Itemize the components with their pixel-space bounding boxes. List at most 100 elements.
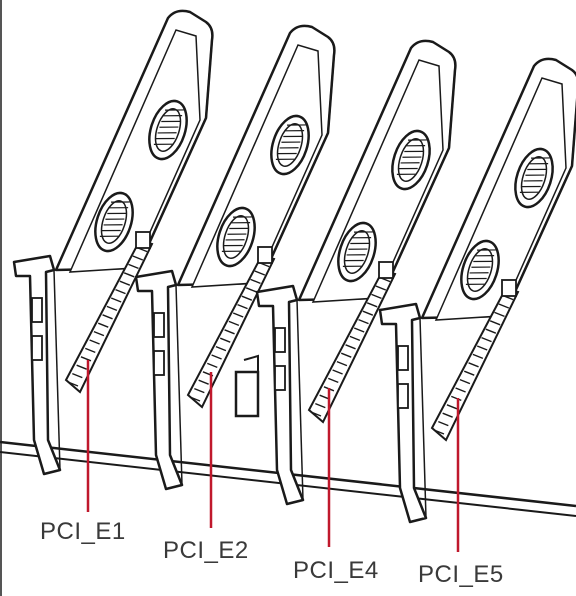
gold-finger <box>489 320 501 326</box>
card-tab <box>501 279 517 297</box>
fan-blade <box>110 201 130 203</box>
fan-blade <box>279 147 299 149</box>
gold-finger <box>128 263 139 270</box>
fan-1-hub <box>276 123 304 167</box>
bracket-edge <box>175 284 183 486</box>
fan-blade <box>521 185 541 188</box>
fan-blade <box>346 254 366 256</box>
bracket-port-1 <box>397 345 409 371</box>
bracket-edge <box>296 299 304 501</box>
gold-finger <box>476 345 488 351</box>
gold-finger <box>254 270 266 276</box>
card-shroud-edge <box>503 69 576 317</box>
card-face <box>68 29 201 273</box>
fan-blade <box>155 137 175 140</box>
gold-finger <box>106 305 118 312</box>
fan-blade <box>519 191 539 193</box>
gold-finger <box>250 278 261 285</box>
fan-blade <box>157 132 177 134</box>
fan-blade <box>476 249 496 251</box>
card-shroud-edge <box>380 51 457 299</box>
gold-finger <box>232 312 244 318</box>
fan-blade <box>286 124 306 126</box>
io-bracket <box>12 254 62 476</box>
fan-blade <box>101 229 121 232</box>
card-tab <box>135 231 151 249</box>
gold-finger <box>332 369 343 375</box>
fan-blade <box>465 283 485 285</box>
gold-finger <box>241 295 253 301</box>
gold-finger <box>345 344 356 350</box>
gold-finger <box>485 328 497 334</box>
fan-2-hub <box>100 200 128 244</box>
gold-finger <box>132 255 144 261</box>
graphics-cards <box>12 9 576 524</box>
fan-blade <box>396 173 416 175</box>
fan-blade <box>407 139 427 141</box>
gold-finger <box>102 314 113 320</box>
slot-label-pci-e4: PCI_E4 <box>293 557 379 584</box>
gold-finger <box>366 302 378 308</box>
fan-blade <box>398 167 418 170</box>
gold-finger <box>451 395 462 402</box>
fan-2-hub <box>222 215 250 259</box>
slot-label-pci-e5: PCI_E5 <box>418 561 504 588</box>
gold-finger <box>459 378 471 385</box>
fan-blade <box>475 255 495 257</box>
gold-finger <box>340 352 352 358</box>
gold-finger <box>315 402 326 409</box>
fan-blade <box>469 272 489 274</box>
gold-finger <box>463 370 475 376</box>
fan-blade <box>229 227 249 230</box>
gold-finger <box>472 353 484 360</box>
graphics-card-2 <box>134 24 336 491</box>
gold-finger <box>110 297 122 303</box>
gold-finger <box>67 381 79 387</box>
gold-finger <box>310 411 322 417</box>
fan-blade <box>105 218 125 220</box>
fan-blade <box>348 248 368 250</box>
gold-finger <box>358 318 369 325</box>
fan-blade <box>223 244 243 247</box>
fan-blade <box>103 224 123 226</box>
fan-blade <box>404 150 424 153</box>
gold-finger <box>215 345 227 352</box>
fan-blade <box>402 156 422 158</box>
gold-finger <box>224 329 235 335</box>
fan-1-hub <box>520 156 548 200</box>
fan-blade <box>99 235 119 237</box>
fan-blade <box>109 207 129 209</box>
gold-finger <box>245 287 257 293</box>
fan-blade <box>221 250 241 252</box>
card-pcb <box>186 253 276 409</box>
fan-blade <box>277 152 297 155</box>
card-tab <box>257 246 273 264</box>
card-shroud-edge <box>137 21 214 269</box>
gold-finger <box>219 337 231 343</box>
io-bracket <box>134 269 184 491</box>
fan-blade <box>525 174 545 176</box>
fan-blade <box>529 163 549 165</box>
card-face <box>190 44 323 288</box>
fan-blade <box>231 222 251 224</box>
gold-finger <box>123 272 135 278</box>
gold-finger <box>371 293 382 300</box>
fan-blade <box>281 141 301 143</box>
gold-finger <box>455 387 466 393</box>
fan-blade <box>161 120 181 123</box>
gold-finger <box>198 379 209 385</box>
fan-blade <box>153 143 173 145</box>
fan-blade <box>225 239 245 241</box>
gold-finger <box>228 320 240 327</box>
gold-finger <box>494 311 505 318</box>
bracket-edge <box>53 269 61 471</box>
gold-finger <box>468 362 479 368</box>
gold-finger <box>362 310 374 316</box>
fan-blade <box>353 231 373 233</box>
fan-blade <box>107 212 127 215</box>
fan-blade <box>467 277 487 280</box>
fan-blade <box>232 216 252 218</box>
fan-1-hub <box>397 138 425 182</box>
bracket-edge <box>419 317 427 519</box>
